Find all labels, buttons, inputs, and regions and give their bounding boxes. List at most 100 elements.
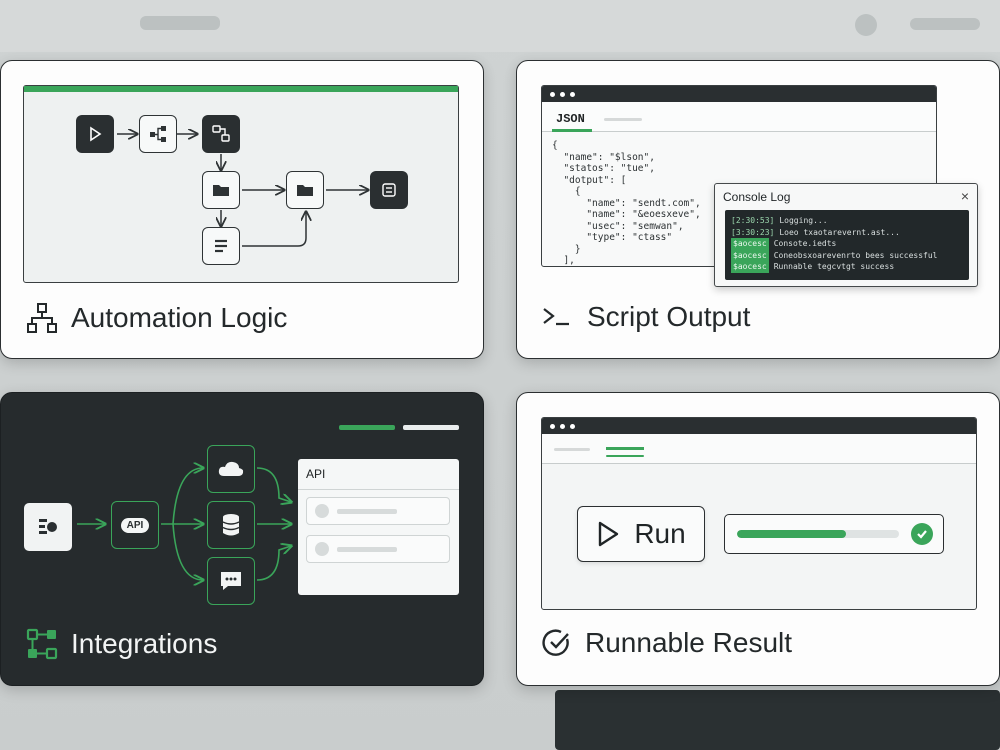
console-tag: [2:30:53] <box>731 216 775 225</box>
api-chip: API <box>120 517 150 533</box>
api-panel: API <box>298 459 459 595</box>
card-title: Script Output <box>587 301 751 332</box>
code-line: "dotput": [ <box>552 174 627 186</box>
canvas-accent-bar <box>24 86 458 92</box>
console-output: [2:30:53] Logging... [3:30:23] Loeo txaotar… <box>725 210 969 280</box>
chat-node[interactable] <box>207 557 255 605</box>
card-title-row: Runnable Result <box>541 627 792 659</box>
folder-node-2[interactable] <box>286 171 324 209</box>
list-item[interactable] <box>306 535 450 563</box>
console-text: Runnable tegcvtgt success <box>773 262 895 271</box>
card-title: Automation Logic <box>71 302 288 333</box>
progress-fill <box>737 530 846 538</box>
document-icon <box>215 239 227 253</box>
app-icon <box>39 519 57 534</box>
source-node[interactable] <box>24 503 72 551</box>
progress-indicator <box>724 514 944 554</box>
list-icon <box>382 183 396 197</box>
secondary-bar <box>403 425 459 430</box>
console-text: Logging... <box>779 216 828 225</box>
card-title: Runnable Result <box>585 627 793 658</box>
console-line: $aocesc Runnable tegcvtgt success <box>731 261 963 273</box>
tab-json-underline <box>552 129 592 132</box>
api-panel-title: API <box>306 467 326 481</box>
console-text: Consote.iedts <box>773 239 837 248</box>
cloud-node[interactable] <box>207 445 255 493</box>
document-node[interactable] <box>202 227 240 265</box>
integrations-card[interactable]: API API Integrations <box>0 392 484 686</box>
window-dot <box>550 91 555 97</box>
card-title-row: Automation Logic <box>25 301 287 335</box>
folder-icon <box>297 185 313 196</box>
code-line: "name": "sendt.com", <box>552 197 701 209</box>
card-title-row: Integrations <box>25 627 217 661</box>
branch-node[interactable] <box>139 115 177 153</box>
code-line: "name": "&eoesxeve", <box>552 209 701 220</box>
console-line: [2:30:53] Logging... <box>731 215 963 227</box>
json-code: { "name": "$lson", "statos": "tue", "dot… <box>552 140 701 266</box>
list-item[interactable] <box>306 497 450 525</box>
folder-icon <box>213 185 229 196</box>
window-dot <box>570 91 575 97</box>
play-node[interactable] <box>76 115 114 153</box>
play-icon <box>90 126 102 142</box>
flow-connectors <box>117 86 460 247</box>
window-titlebar <box>542 86 936 102</box>
terminal-icon <box>543 308 569 326</box>
console-line: $aocesc Consote.iedts <box>731 238 963 250</box>
integration-connectors <box>77 438 301 638</box>
tab-json[interactable]: JSON <box>556 112 585 126</box>
divider <box>298 489 459 490</box>
success-check-icon <box>911 523 933 545</box>
transform-icon <box>212 125 230 142</box>
play-icon <box>599 521 619 547</box>
console-text: Coneobsxoarevenrto bees successful <box>773 250 938 260</box>
console-tag: $aocesc <box>731 261 769 273</box>
console-tag: [3:30:23] <box>731 227 775 237</box>
console-log-window[interactable]: Console Log × [2:30:53]Logging...[3:30:2… <box>714 183 978 287</box>
script-output-card[interactable]: JSON { "name": "$lson", "statos": "tue",… <box>516 60 1000 359</box>
accent-bar <box>339 425 395 430</box>
console-tag: $aocesc <box>731 249 769 261</box>
api-node[interactable]: API <box>111 501 159 549</box>
output-node[interactable] <box>370 171 408 209</box>
run-label: Run <box>634 518 686 549</box>
check-circle-icon <box>542 629 569 656</box>
window-dot <box>570 423 575 429</box>
code-line: } <box>552 243 581 255</box>
console-line: $aocesc Coneobsxoarevenrto bees successfu… <box>731 249 963 261</box>
console-text: Loeo txaotarevernt.ast... <box>779 227 900 237</box>
window-dot <box>550 423 555 429</box>
tab-placeholder[interactable] <box>554 448 590 451</box>
code-line: "statos": "tue", <box>552 163 655 174</box>
background-avatar <box>855 14 877 36</box>
close-icon[interactable]: × <box>960 188 969 204</box>
runnable-result-card[interactable]: Run Runnable Result <box>516 392 1000 686</box>
automation-logic-card[interactable]: Automation Logic <box>0 60 484 359</box>
tab-active-indicator[interactable] <box>606 447 644 450</box>
tab-placeholder[interactable] <box>604 118 642 121</box>
code-line: ], <box>552 255 575 266</box>
code-line: "usec": "semwan", <box>552 220 684 232</box>
code-line: "type": "ctass" <box>552 232 673 243</box>
database-icon <box>222 514 240 536</box>
console-tag: $aocesc <box>731 238 769 250</box>
database-node[interactable] <box>207 501 255 549</box>
window-titlebar <box>542 418 976 434</box>
folder-node[interactable] <box>202 171 240 209</box>
window-dot <box>560 423 565 429</box>
console-line: [3:30:23] Loeo txaotarevernt.ast... <box>731 227 963 239</box>
flow-canvas <box>23 85 459 283</box>
branch-icon <box>150 126 166 142</box>
hierarchy-icon <box>27 303 57 333</box>
background-tab <box>140 16 220 30</box>
code-line: "name": "$lson", <box>552 151 655 163</box>
transform-node[interactable] <box>202 115 240 153</box>
run-button[interactable]: Run <box>577 506 705 562</box>
background-panel <box>555 690 1000 750</box>
tab-active-underline <box>606 455 644 457</box>
window-dot <box>560 91 565 97</box>
tab-bar <box>542 434 976 464</box>
chat-icon <box>221 572 241 590</box>
background-label <box>910 18 980 30</box>
